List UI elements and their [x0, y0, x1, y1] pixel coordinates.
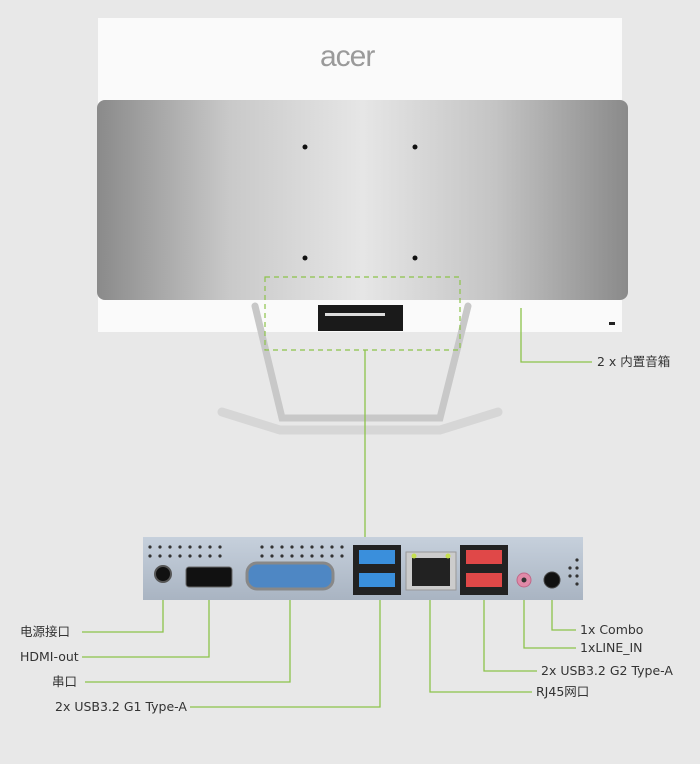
callout-hdmi: HDMI-out	[20, 649, 79, 664]
brushed-panel	[97, 100, 628, 300]
usb-g2-ports	[460, 545, 508, 595]
callout-lines	[82, 308, 592, 708]
product-label-sticker	[318, 305, 403, 331]
serial-port	[245, 561, 335, 591]
stand	[217, 302, 503, 435]
callout-rj45: RJ45网口	[536, 684, 590, 699]
combo-jack	[543, 571, 561, 589]
callout-speakers: 2 x 内置音箱	[597, 354, 671, 369]
callout-power: 电源接口	[20, 624, 71, 639]
highlight-box	[264, 276, 461, 351]
callout-line-in: 1xLINE_IN	[580, 640, 643, 655]
vent-holes	[148, 545, 579, 586]
usb-g1-ports	[353, 545, 401, 595]
rj45-port	[405, 551, 457, 591]
hdmi-port	[185, 566, 233, 588]
power-jack	[154, 565, 172, 583]
callout-serial: 串口	[52, 674, 78, 689]
callout-usb-g2: 2x USB3.2 G2 Type-A	[541, 663, 673, 678]
acer-logo: acer	[320, 40, 375, 73]
speaker-slot	[609, 322, 615, 325]
vesa-screw-holes	[302, 144, 418, 261]
callout-combo: 1x Combo	[580, 622, 644, 637]
callout-usb-g1: 2x USB3.2 G1 Type-A	[55, 699, 187, 714]
